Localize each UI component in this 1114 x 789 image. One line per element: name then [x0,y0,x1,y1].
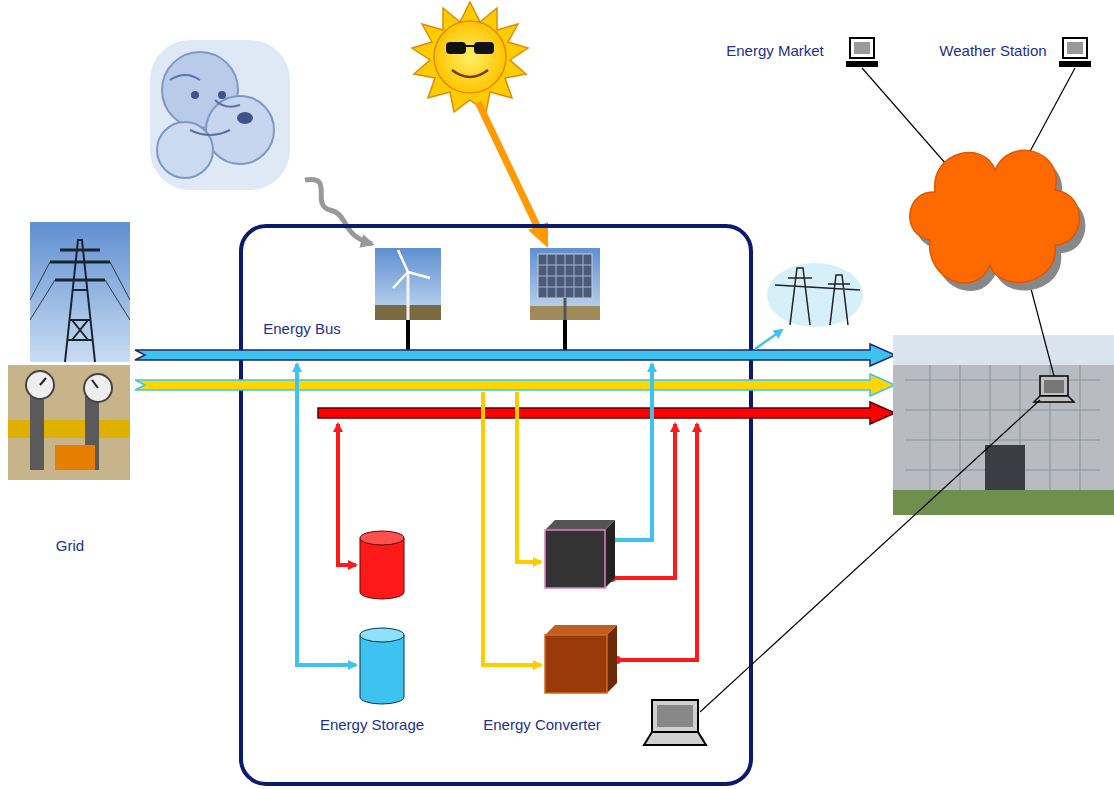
mast [406,320,410,350]
diagram-label-node: Weather Station [936,40,1049,62]
flow-line [617,424,697,660]
electricity-bus [135,344,895,366]
diagram-label-node: Grid [53,535,87,557]
power-lines-picture [767,263,863,327]
sun-arrow [478,102,540,232]
mast [563,320,567,350]
flow-line [612,364,652,540]
pylon-picture [30,222,130,362]
flow-line [483,392,541,665]
network-line [700,400,1040,712]
sun-picture [412,2,528,112]
diagram-label-node: Energy Storage [317,714,427,736]
flow-line [338,424,356,565]
wind-arrow [305,179,372,244]
node-text: Energy Market [726,42,824,60]
node-text: Energy Storage [320,716,424,734]
heat-storage-cylinder [360,531,404,599]
flow-line [297,364,356,665]
node-text: Weather Station [939,42,1046,60]
computer-icon [1059,38,1091,67]
wind-picture [150,40,290,190]
chp-converter-cube [545,520,615,588]
laptop-icon [644,700,706,745]
diagram-label-node: Energy Converter [480,714,604,736]
wind-turbine-picture [375,248,441,320]
flow-line [517,392,541,562]
boiler-converter-cube [545,625,617,693]
flow-line [612,424,675,578]
hub-outline [241,226,751,784]
gas-plant-picture [8,365,130,480]
cloud-shape [910,150,1086,291]
laptop-icon [1034,376,1074,402]
node-text: Grid [56,537,84,555]
label-text: Energy Bus [263,320,341,338]
solar-panel-picture [530,248,600,320]
export-arrow [755,330,782,349]
network-line [1030,285,1054,376]
bus-label: Energy Bus [260,318,344,340]
building-picture [893,335,1114,515]
heat-bus [318,402,895,424]
computer-icon [846,38,878,67]
electricity-storage-cylinder [360,628,404,704]
diagram-label-node: Energy Market [723,40,827,62]
node-text: Energy Converter [483,716,601,734]
